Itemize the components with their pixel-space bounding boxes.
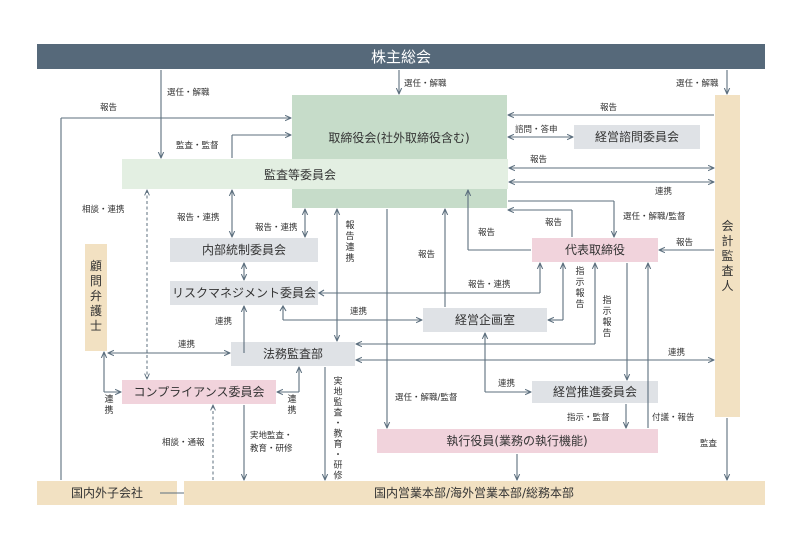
subsidiaries-label: 国内外子会社 bbox=[71, 485, 143, 500]
risk-president-label: 報告・連携 bbox=[468, 279, 511, 290]
planning-label: 経営企画室 bbox=[455, 312, 515, 327]
subsidiary-report-label: 報告 bbox=[100, 102, 117, 113]
president-planning-label: 指示報告 bbox=[575, 265, 584, 310]
shareholders-label: 株主総会 bbox=[371, 48, 431, 66]
legal-audit-box bbox=[231, 342, 355, 366]
board-president-label: 選任・解職/監督 bbox=[623, 211, 686, 222]
compliance-divisions-label-1: 実地監査・ bbox=[250, 430, 293, 441]
risk-legal-label: 連携 bbox=[215, 316, 232, 327]
elect-audit-label: 選任・解職 bbox=[167, 87, 210, 98]
president-audit-label: 報告 bbox=[478, 227, 495, 238]
auditor-board-report-label: 報告 bbox=[600, 102, 617, 113]
promotion-officers-label: 指示・監督 bbox=[567, 412, 610, 423]
promotion-box bbox=[532, 381, 658, 403]
auditor-divisions-label: 監査 bbox=[700, 438, 718, 449]
compliance-label: コンプライアンス委員会 bbox=[134, 385, 265, 399]
board-internal-label: 報告・連携 bbox=[255, 222, 298, 233]
risk-president-arrow bbox=[317, 289, 325, 297]
board-box bbox=[292, 95, 507, 208]
legal-auditor-label: 連携 bbox=[668, 347, 685, 358]
risk-planning-arrow bbox=[279, 304, 287, 312]
risk-mgmt-box bbox=[170, 281, 318, 305]
internal-control-label: 内部統制委員会 bbox=[202, 242, 286, 257]
board-label: 取締役会(社外取締役含む) bbox=[328, 130, 469, 145]
planning-board-label: 報告 bbox=[418, 249, 435, 260]
mgmt-advisory-box bbox=[574, 125, 700, 149]
audit-auditor-report-label: 報告 bbox=[530, 154, 547, 165]
auditor-label: 会計監査人 bbox=[721, 219, 733, 293]
audit-internal-label: 報告・連携 bbox=[177, 212, 220, 223]
risk-mgmt-label: リスクマネジメント委員会 bbox=[172, 286, 316, 300]
advisor-box bbox=[85, 244, 107, 351]
legal-audit-label: 法務監査部 bbox=[263, 346, 323, 361]
mgmt-advisory-label: 経営諮問委員会 bbox=[595, 130, 679, 144]
president-label: 代表取締役 bbox=[565, 242, 625, 257]
audit-compliance-label: 相談・連携 bbox=[82, 204, 125, 215]
elect-board-label: 選任・解職 bbox=[404, 78, 447, 89]
audit-supervise-label: 監査・監督 bbox=[176, 140, 219, 151]
planning-box bbox=[423, 308, 547, 332]
advisory-label: 諮問・答申 bbox=[515, 124, 558, 135]
auditor-president-label: 報告 bbox=[676, 237, 693, 248]
advisor-compliance-label: 連携 bbox=[104, 393, 113, 416]
risk-planning-label: 連携 bbox=[350, 306, 367, 317]
promotion-label: 経営推進委員会 bbox=[553, 385, 637, 399]
president-box bbox=[532, 238, 658, 262]
divisions-label: 国内営業本部/海外営業本部/総務本部 bbox=[374, 485, 574, 500]
president-report-label: 報告 bbox=[545, 217, 562, 228]
advisor-label: 顧問弁護士 bbox=[90, 258, 102, 333]
board-officers-label: 選任・解職/監督 bbox=[395, 392, 458, 403]
internal-control-box bbox=[170, 238, 318, 262]
auditor-box bbox=[715, 95, 740, 417]
legal-compliance-label: 連携 bbox=[287, 393, 296, 416]
officers-president-label: 付議・報告 bbox=[652, 412, 695, 423]
planning-promotion-label: 連携 bbox=[498, 378, 515, 389]
subsidiaries-box bbox=[37, 481, 177, 505]
compliance-divisions-label-2: 教育・研修 bbox=[250, 443, 293, 454]
audit-auditor-coop-label: 連携 bbox=[655, 186, 672, 197]
audit-committee-label: 監査等委員会 bbox=[264, 167, 336, 182]
president-legal-label: 指示報告 bbox=[602, 294, 611, 339]
board-legal-label: 報告連携 bbox=[345, 220, 354, 264]
audit-committee-box bbox=[122, 159, 508, 189]
divisions-box bbox=[184, 481, 765, 505]
elect-auditor-label: 選任・解職 bbox=[676, 78, 719, 89]
legal-divisions-label: 実地監査・教育・研修 bbox=[333, 375, 342, 482]
officers-box bbox=[377, 429, 658, 453]
officers-label: 執行役員(業務の執行機能) bbox=[446, 433, 587, 448]
divisions-compliance-label: 相談・通報 bbox=[162, 437, 205, 448]
advisor-legal-label: 連携 bbox=[178, 339, 195, 350]
compliance-box bbox=[122, 380, 276, 404]
shareholders-box bbox=[37, 44, 765, 69]
